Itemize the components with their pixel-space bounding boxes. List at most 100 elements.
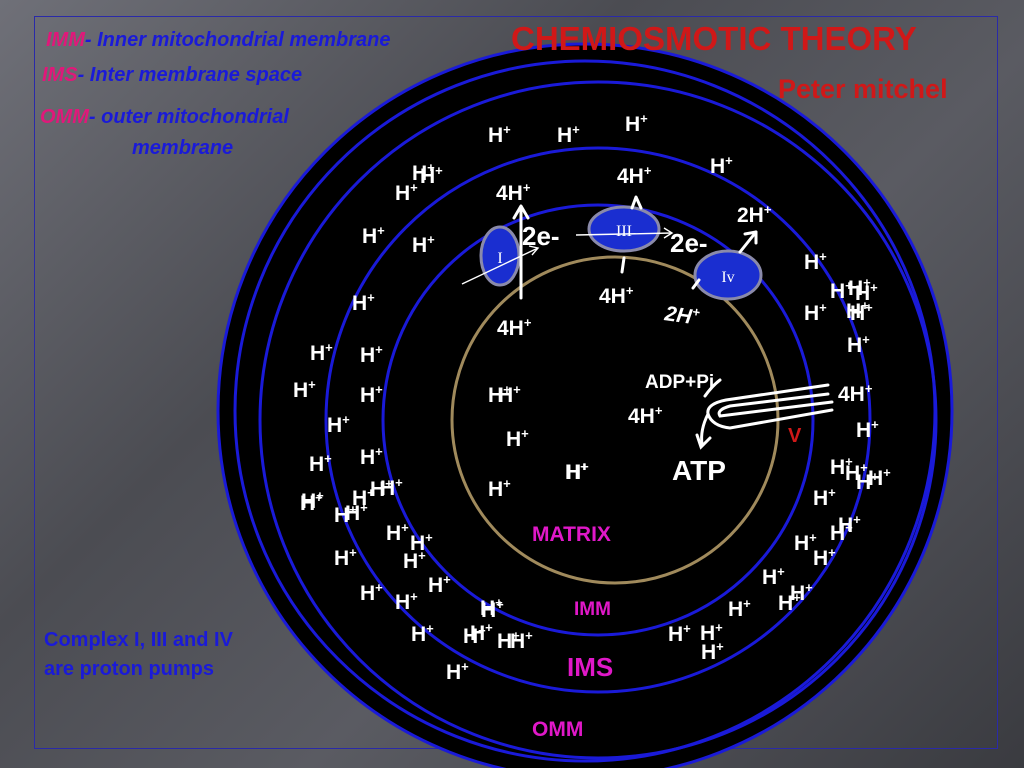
proton-ims: H+	[830, 278, 853, 303]
proton-ims: H+	[360, 342, 383, 367]
label-2h-matrix: 2H+	[662, 300, 701, 330]
proton-pump-arrows	[512, 195, 758, 300]
proton-ims: H+	[403, 548, 426, 573]
proton-ims: H+	[370, 476, 393, 501]
proton-ims: H+	[334, 545, 357, 570]
proton-labels: H+H+H+H+H+H+H+H+H+H+H+H+H+H+H+H+H+H+H+H+…	[293, 111, 891, 684]
label-4h-matrix-1: 4H+	[599, 283, 634, 308]
definition-omm-continued: membrane	[132, 137, 233, 160]
definition-ims: IMS- Inter membrane space	[42, 64, 302, 87]
definition-sep: -	[84, 29, 98, 51]
proton-ims: H+	[360, 382, 383, 407]
slide-author: Peter mitchel	[778, 74, 948, 104]
proton-ims: H+	[352, 290, 375, 315]
definition-abbr: IMS	[42, 64, 78, 86]
proton-ims: H+	[668, 621, 691, 646]
proton-ims: H+	[334, 502, 357, 527]
proton-ims: H+	[293, 377, 316, 402]
proton-ims: H+	[856, 417, 879, 442]
proton-ims: H+	[395, 180, 418, 205]
note-line-2: are proton pumps	[44, 658, 215, 680]
proton-ims: H+	[856, 469, 879, 494]
definition-imm: IMM- Inner mitochondrial membrane	[46, 29, 391, 52]
complex-iii-label: III	[616, 223, 632, 240]
label-4h-matrix-3: 4H+	[628, 403, 663, 428]
proton-ims: H+	[411, 621, 434, 646]
proton-ims: H+	[855, 280, 878, 305]
complex-iv-label: Iv	[721, 269, 734, 286]
proton-ims: H+	[380, 475, 403, 500]
proton-ims: H+	[345, 500, 368, 525]
inner-membrane-inner-edge	[381, 203, 815, 637]
note-line-1: Complex I, III and IV	[44, 629, 233, 651]
proton-ims: H+	[804, 300, 827, 325]
proton-ims: H+	[488, 122, 511, 147]
proton-ims: H+	[847, 332, 870, 357]
definition-sep: -	[88, 106, 102, 128]
omm-label: OMM	[532, 718, 583, 741]
proton-ims: H+	[701, 639, 724, 664]
electron-label-2: 2e-	[670, 228, 708, 258]
proton-ims: H+	[386, 520, 409, 545]
proton-matrix: H+	[498, 382, 521, 407]
proton-ims: H+	[463, 623, 486, 648]
proton-matrix: H+	[565, 459, 588, 484]
proton-ims: H+	[710, 153, 733, 178]
proton-ims: H+	[360, 444, 383, 469]
atp-synthase	[695, 378, 834, 450]
matrix-label: MATRIX	[532, 523, 611, 546]
proton-matrix: H+	[488, 476, 511, 501]
proton-ims: H+	[470, 620, 493, 645]
proton-ims: H+	[410, 530, 433, 555]
proton-ims: H+	[300, 490, 323, 515]
proton-ims: H+	[412, 232, 435, 257]
proton-ims: H+	[830, 454, 853, 479]
proton-ims: H+	[557, 122, 580, 147]
proton-ims: H+	[728, 596, 751, 621]
proton-ims: H+	[804, 249, 827, 274]
proton-ims: H+	[446, 659, 469, 684]
proton-ims: H+	[846, 298, 869, 323]
proton-ims: H+	[301, 488, 324, 513]
proton-ims: H+	[480, 595, 503, 620]
proton-ims: H+	[309, 451, 332, 476]
proton-ims: H+	[310, 340, 333, 365]
definition-sep: -	[77, 64, 90, 86]
complex-iv	[693, 249, 763, 301]
inner-membrane	[324, 146, 872, 694]
proton-ims: H+	[395, 589, 418, 614]
complex-iii	[587, 205, 661, 253]
proton-ims: H+	[838, 512, 861, 537]
proton-ims: H+	[868, 465, 891, 490]
proton-ims: H+	[362, 223, 385, 248]
proton-ims: H+	[850, 300, 873, 325]
proton-ims: H+	[481, 597, 504, 622]
atp-synthase-label: V	[788, 425, 802, 447]
proton-ims: H+	[327, 412, 350, 437]
adp-pi-label: ADP+Pi	[645, 372, 714, 393]
label-4h-ims-1: 4H+	[496, 180, 531, 205]
definition-text: Inter membrane space	[89, 64, 303, 86]
definition-text: membrane	[132, 137, 234, 159]
proton-ims: H+	[762, 564, 785, 589]
definition-text: outer mitochondrial	[101, 106, 289, 128]
atp-label: ATP	[672, 455, 726, 486]
proton-ims: H+	[813, 545, 836, 570]
proton-count-labels: 4H+ 4H+ 4H+ 4H+ 4H+ 4H+ 2H+ 2H+	[496, 163, 873, 428]
proton-ims: H+	[510, 628, 533, 653]
proton-ims: H+	[778, 590, 801, 615]
definition-abbr: IMM	[46, 29, 85, 51]
proton-ims: H+	[412, 160, 435, 185]
proton-ims: H+	[625, 111, 648, 136]
electron-label-1: 2e-	[522, 221, 560, 251]
proton-ims: H+	[790, 580, 813, 605]
proton-ims: H+	[360, 580, 383, 605]
imm-label: IMM	[574, 599, 611, 620]
proton-pump-note: Complex I, III and IV are proton pumps	[44, 626, 233, 684]
proton-matrix: H+	[488, 382, 511, 407]
label-4h-ims-2: 4H+	[617, 163, 652, 188]
proton-ims: H+	[848, 275, 871, 300]
definition-abbr: OMM	[40, 106, 89, 128]
inner-membrane-outer-edge	[258, 80, 938, 760]
